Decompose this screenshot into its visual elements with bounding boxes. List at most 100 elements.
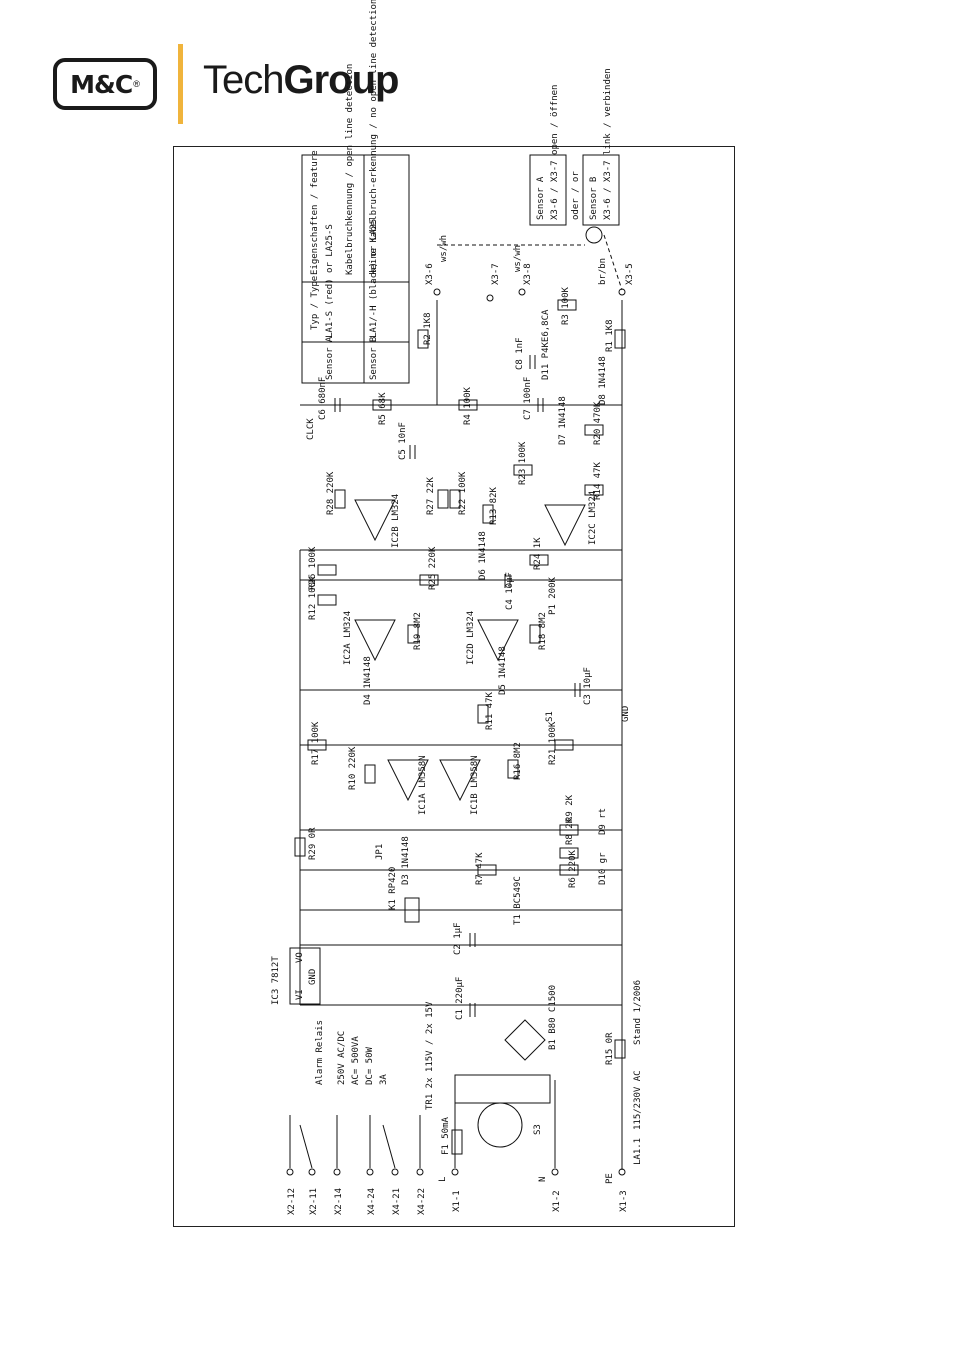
- footer-stand: Stand 1/2006: [633, 980, 643, 1045]
- label-s1: S1: [545, 711, 555, 722]
- label-r1: R1 1K8: [605, 319, 615, 352]
- label-r15: R15 0R: [605, 1032, 615, 1065]
- label-r13: R13 82K: [489, 486, 499, 525]
- relay-line-3: DC= 50W: [365, 1046, 375, 1085]
- sensor-b-title: Sensor B: [589, 177, 599, 220]
- label-d8: D8 1N4148: [598, 356, 608, 405]
- terminal-pe: PE: [605, 1173, 615, 1184]
- sensor-a-desc: X3-6 / X3-7 open / öffnen: [550, 85, 560, 220]
- label-f1: F1 50mA: [441, 1116, 451, 1155]
- relay-line-4: 3A: [379, 1074, 389, 1085]
- terminal-x4-21: X4-21: [392, 1188, 402, 1215]
- sensor-a-title: Sensor A: [536, 176, 546, 220]
- label-clck: CLCK: [306, 418, 316, 440]
- label-r16: R16 8M2: [513, 742, 523, 780]
- label-r14: R14 47K: [593, 461, 603, 500]
- terminal-x2-14: X2-14: [334, 1188, 344, 1215]
- wire-ws-wh-2: ws/wh: [513, 245, 523, 272]
- relay-title: Alarm Relais: [315, 1020, 325, 1085]
- terminal-x3-5: X3-5: [625, 263, 635, 285]
- label-r21: R21 100K: [548, 721, 558, 765]
- schematic-frame: [173, 146, 735, 1227]
- label-c7: C7 100nF: [523, 377, 533, 420]
- terminal-x1-3: X1-3: [619, 1190, 629, 1212]
- label-d11: D11 P4KE6,8CA: [541, 309, 551, 380]
- label-d10: D10 gr: [598, 852, 608, 885]
- label-r4: R4 100K: [463, 386, 473, 425]
- logo-text: M&C: [70, 69, 133, 99]
- table-row-b-sensor: Sensor B: [369, 337, 379, 380]
- terminal-l: L: [438, 1177, 448, 1182]
- logo-registered: ®: [133, 79, 140, 89]
- label-r29: R29 0R: [308, 827, 318, 860]
- label-d5: D5 1N4148: [498, 646, 508, 695]
- label-c6: C6 680nF: [318, 377, 328, 420]
- terminal-x3-7: X3-7: [491, 263, 501, 285]
- label-ic2d: IC2D LM324: [466, 611, 476, 665]
- table-row-a-sensor: Sensor A: [325, 336, 335, 380]
- sensor-b-desc: X3-6 / X3-7 link / verbinden: [603, 68, 613, 220]
- label-c3: C3 10µF: [583, 667, 593, 705]
- label-c2: C2 1µF: [453, 922, 463, 955]
- mc-logo: M&C®: [53, 58, 157, 110]
- terminal-x4-24: X4-24: [367, 1188, 377, 1215]
- terminal-x3-8: X3-8: [523, 263, 533, 285]
- relay-line-2: AC= 500VA: [351, 1036, 361, 1085]
- label-c8: C8 1nF: [515, 337, 525, 370]
- label-gnd-pin: GND: [308, 969, 318, 985]
- label-r25: R25 220K: [428, 546, 438, 590]
- brand-wordmark: TechGroup: [203, 58, 400, 102]
- label-r10: R10 220K: [348, 746, 358, 790]
- terminal-x1-2: X1-2: [552, 1190, 562, 1212]
- label-d3: D3 1N4148: [401, 836, 411, 885]
- label-r7: R7 47K: [475, 852, 485, 885]
- relay-line-1: 250V AC/DC: [337, 1031, 347, 1085]
- label-ic1a: IC1A LM358N: [418, 755, 428, 815]
- label-r26: R26 100K: [308, 546, 318, 590]
- wire-ws-wh-1: ws/wh: [439, 235, 449, 262]
- label-d7: D7 1N4148: [558, 396, 568, 445]
- footer-supply: 115/230V AC: [633, 1070, 643, 1130]
- terminal-x2-12: X2-12: [287, 1188, 297, 1215]
- label-ic2a: IC2A LM324: [343, 611, 353, 665]
- label-ic2b: IC2B LM324: [391, 494, 401, 548]
- label-r27: R27 22K: [426, 476, 436, 515]
- label-r11: R11 47K: [485, 691, 495, 730]
- label-gnd: GND: [621, 706, 631, 722]
- label-r5: R5 68K: [378, 392, 388, 425]
- brand-bold: Group: [283, 58, 400, 102]
- label-d4: D4 1N4148: [363, 656, 373, 705]
- table-header-type: Typ / Type: [310, 276, 320, 330]
- sensor-oder: oder / or: [571, 171, 581, 220]
- label-t1: T1 BC549C: [513, 876, 523, 925]
- label-r17: R17 100K: [311, 721, 321, 765]
- label-jp1: JP1: [375, 844, 385, 860]
- label-d9: D9 rt: [598, 808, 608, 835]
- label-r8: R8 2K: [565, 817, 575, 845]
- label-r3: R3 100K: [561, 286, 571, 325]
- label-vi: VI: [295, 989, 305, 1000]
- label-c4: C4 10µF: [505, 572, 515, 610]
- label-r6: R6 220K: [568, 849, 578, 888]
- label-k1: K1 RP420: [388, 867, 398, 910]
- brand-light: Tech: [203, 58, 284, 102]
- terminal-x2-11: X2-11: [309, 1188, 319, 1215]
- label-r18: R18 8M2: [538, 612, 548, 650]
- wire-br-bn: br/bn: [598, 258, 608, 285]
- label-ic3: IC3 7812T: [271, 956, 281, 1005]
- label-r9: R9 2K: [565, 794, 575, 822]
- label-c5: C5 10nF: [398, 422, 408, 460]
- label-r22: R22 100K: [458, 471, 468, 515]
- label-r12: R12 100K: [308, 576, 318, 620]
- table-row-b-feature: keine Kabelbruch-erkennung / no open lin…: [369, 0, 379, 275]
- label-vo: VO: [295, 952, 305, 963]
- label-ic2c: IC2C LM324: [588, 491, 598, 545]
- label-c1: C1 220µF: [455, 977, 465, 1020]
- label-p1: P1 200K: [548, 576, 558, 615]
- terminal-x3-6: X3-6: [425, 263, 435, 285]
- terminal-x1-1: X1-1: [452, 1190, 462, 1212]
- label-d6: D6 1N4148: [478, 531, 488, 580]
- label-r28: R28 220K: [326, 471, 336, 515]
- accent-divider: [178, 44, 183, 124]
